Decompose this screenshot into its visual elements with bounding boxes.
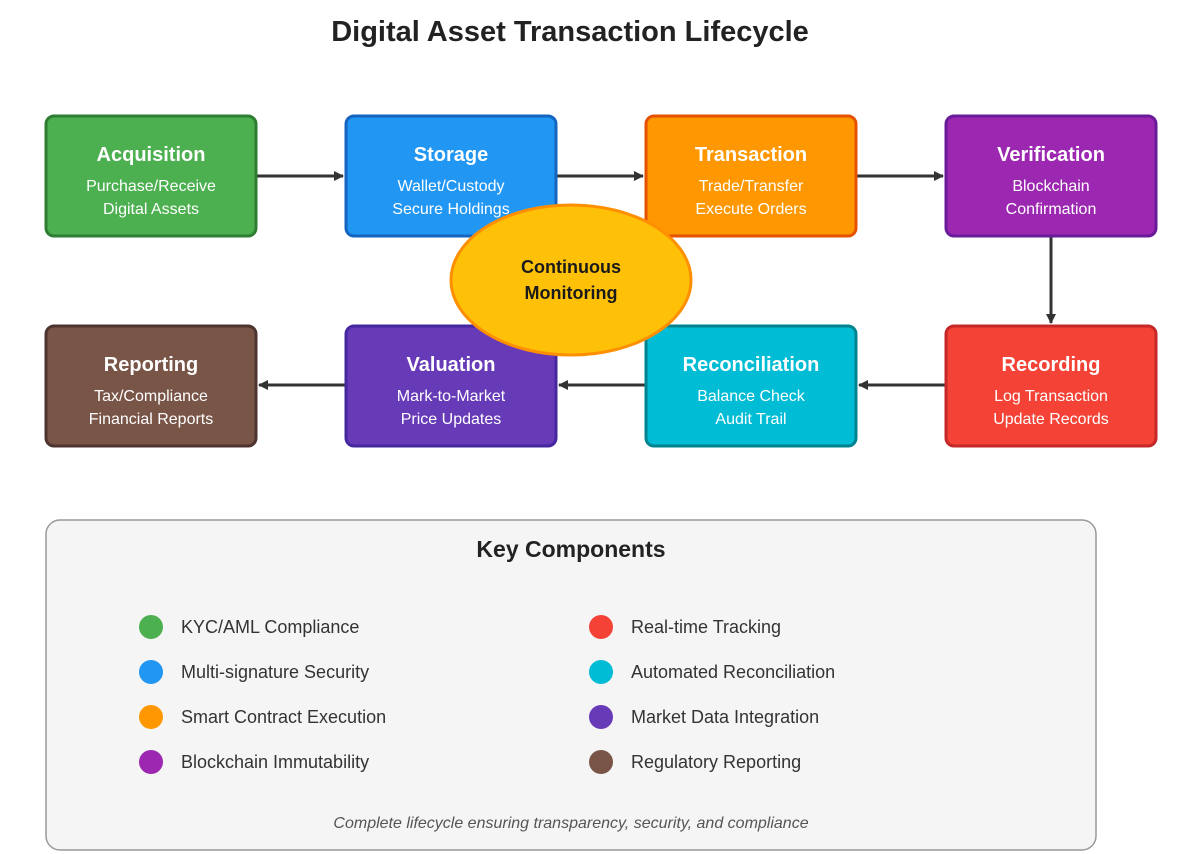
stage-title: Reconciliation <box>683 354 820 376</box>
legend-item: Blockchain Immutability <box>139 750 369 774</box>
legend-item: Regulatory Reporting <box>589 750 801 774</box>
legend-dot <box>139 750 163 774</box>
legend-item: Real-time Tracking <box>589 615 781 639</box>
stage-desc-line2: Price Updates <box>401 411 502 428</box>
stage-desc-line2: Secure Holdings <box>392 201 509 218</box>
legend-dot <box>589 750 613 774</box>
stage-title: Recording <box>1002 354 1101 376</box>
legend-item: Smart Contract Execution <box>139 705 386 729</box>
legend-dot <box>589 660 613 684</box>
legend-dot <box>139 615 163 639</box>
legend-item: Automated Reconciliation <box>589 660 835 684</box>
legend-dot <box>589 705 613 729</box>
stage-title: Reporting <box>104 354 198 376</box>
legend-label: KYC/AML Compliance <box>181 617 359 637</box>
stage-title: Transaction <box>695 144 807 166</box>
stage-box <box>644 324 858 448</box>
stage-title: Storage <box>414 144 488 166</box>
stage-desc-line1: Balance Check <box>697 388 806 405</box>
stage-desc-line2: Digital Assets <box>103 201 199 218</box>
legend-item: Market Data Integration <box>589 705 819 729</box>
stage-desc-line1: Wallet/Custody <box>398 178 505 195</box>
stage-desc-line2: Financial Reports <box>89 411 214 428</box>
legend-label: Regulatory Reporting <box>631 752 801 772</box>
stage-box <box>344 324 558 448</box>
legend-label: Multi-signature Security <box>181 662 369 682</box>
stage-desc-line1: Trade/Transfer <box>699 178 804 195</box>
stage-desc-line1: Tax/Compliance <box>94 388 208 405</box>
legend-item: Multi-signature Security <box>139 660 369 684</box>
stage-box <box>644 114 858 238</box>
legend-label: Market Data Integration <box>631 707 819 727</box>
stage-desc-line1: Mark-to-Market <box>397 388 506 405</box>
center-label-line2: Monitoring <box>525 283 618 303</box>
stage-desc-line2: Audit Trail <box>715 411 786 428</box>
legend-dot <box>139 705 163 729</box>
stage-box <box>944 324 1158 448</box>
stage-title: Valuation <box>407 354 496 376</box>
legend-label: Real-time Tracking <box>631 617 781 637</box>
center-ellipse <box>449 203 693 357</box>
stage-box <box>344 114 558 238</box>
stage-desc-line1: Blockchain <box>1012 178 1089 195</box>
center-label-line1: Continuous <box>521 257 621 277</box>
key-components-panel: Key Components KYC/AML ComplianceMulti-s… <box>45 519 1097 851</box>
legend-dot <box>139 660 163 684</box>
stage-desc-line1: Log Transaction <box>994 388 1108 405</box>
stage-box <box>944 114 1158 238</box>
stage-desc-line1: Purchase/Receive <box>86 178 216 195</box>
stage-desc-line2: Confirmation <box>1006 201 1097 218</box>
key-components-box <box>45 519 1097 851</box>
continuous-monitoring-hub: Continuous Monitoring <box>449 203 693 357</box>
legend-label: Smart Contract Execution <box>181 707 386 727</box>
legend-item: KYC/AML Compliance <box>139 615 359 639</box>
stage-title: Verification <box>997 144 1105 166</box>
stage-box <box>44 114 258 238</box>
legend-label: Blockchain Immutability <box>181 752 369 772</box>
stage-box <box>44 324 258 448</box>
key-components-title: Key Components <box>476 536 665 562</box>
diagram-title: Digital Asset Transaction Lifecycle <box>331 16 809 48</box>
legend-dot <box>589 615 613 639</box>
key-components-footer: Complete lifecycle ensuring transparency… <box>333 815 808 832</box>
flow-arrows <box>257 171 1056 390</box>
stage-desc-line2: Update Records <box>993 411 1109 428</box>
stage-title: Acquisition <box>97 144 206 166</box>
stage-desc-line2: Execute Orders <box>695 201 806 218</box>
legend-label: Automated Reconciliation <box>631 662 835 682</box>
